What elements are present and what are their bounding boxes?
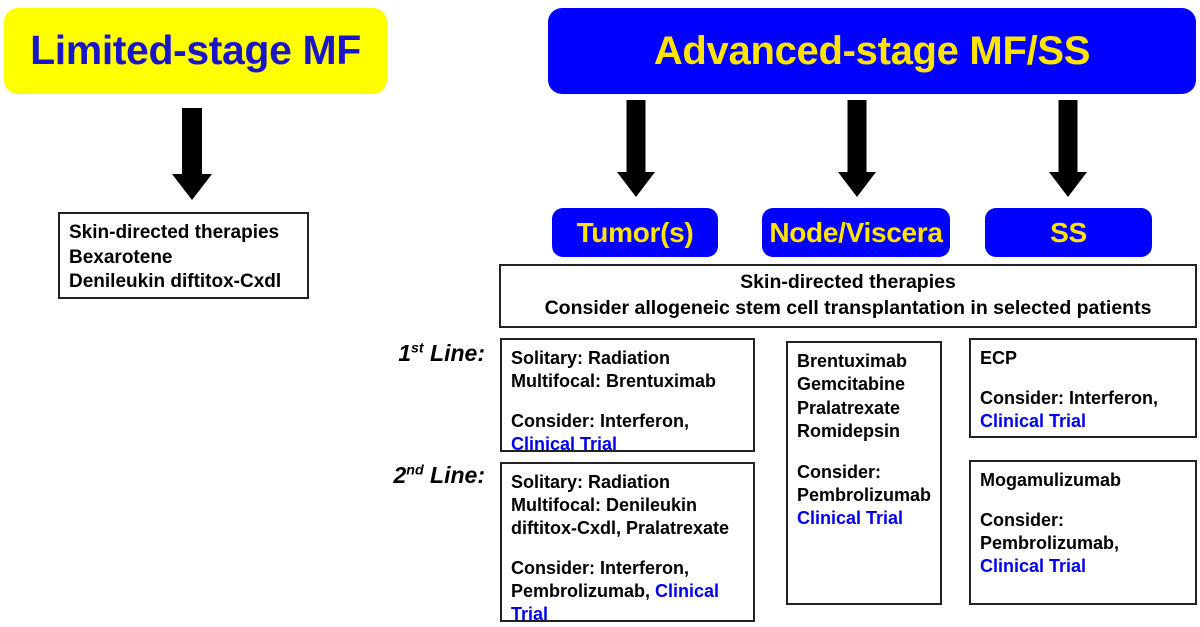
arrow-head [617,172,655,197]
ss-first-line-box: ECP Consider: Interferon, Clinical Trial [969,338,1197,438]
consider-drug: Pembrolizumab, [980,533,1120,554]
treatment-line: Solitary: Radiation [511,472,671,492]
consider-line: Consider: Interferon, [980,388,1159,409]
limited-stage-therapy-box: Skin-directed therapies Bexarotene Denil… [58,212,309,299]
consider-drug: Pembrolizumab [797,485,932,506]
treatment-line: Pralatrexate [797,397,901,418]
advanced-stage-header-label: Advanced-stage MF/SS [653,29,1091,73]
therapy-line: Bexarotene [69,246,173,268]
arrow-head [172,174,212,200]
first-line-suffix: st [410,340,424,357]
consider-line: Consider: Interferon, [511,411,690,432]
clinical-trial-link[interactable]: Clinical Trial [980,556,1087,577]
treatment-line: Mogamulizumab [980,470,1122,490]
advanced-stage-header-box: Advanced-stage MF/SS [548,8,1196,94]
arrow-head [1049,172,1087,197]
first-line-number: 1 [398,340,411,366]
down-arrow-icon-tumor [616,100,656,197]
spacer [980,370,1186,387]
therapy-line: Denileukin diftitox-Cxdl [69,271,282,293]
category-box-node-viscera: Node/Viscera [762,208,950,257]
second-line-label: 2nd Line: [300,462,485,489]
tumor-first-line-box: Solitary: Radiation Multifocal: Brentuxi… [500,338,755,454]
down-arrow-icon [170,108,214,200]
clinical-trial-link[interactable]: Clinical Trial [980,411,1087,432]
category-box-tumor: Tumor(s) [552,208,718,257]
tumor-second-line-box: Solitary: Radiation Multifocal: Denileuk… [500,462,755,624]
category-label-node-viscera: Node/Viscera [769,216,943,248]
treatment-line: Gemcitabine [797,374,906,395]
banner-line-2: Consider allogeneic stem cell transplant… [544,297,1152,319]
limited-stage-header-box: Limited-stage MF [4,8,387,94]
down-arrow-icon-node [837,100,877,197]
consider-line: Consider: Interferon, [511,558,690,579]
clinical-trial-link[interactable]: Clinical Trial [511,581,720,625]
down-arrow-icon-ss [1048,100,1088,197]
arrow-shaft [847,100,867,173]
arrow-shaft [1058,100,1078,173]
clinical-trial-link[interactable]: Clinical Trial [511,434,618,455]
limited-stage-header-label: Limited-stage MF [30,27,361,74]
spacer [511,393,744,410]
clinical-trial-link[interactable]: Clinical Trial [797,508,904,529]
spacer [980,492,1186,509]
first-line-label: 1st Line: [300,340,485,367]
category-label-tumor: Tumor(s) [576,216,694,248]
second-line-number: 2 [393,462,407,488]
ss-second-line-box: Mogamulizumab Consider: Pembrolizumab, C… [969,460,1197,605]
arrow-shaft [182,108,202,176]
banner-line-1: Skin-directed therapies [740,271,956,294]
shared-therapy-banner-box: Skin-directed therapies Consider allogen… [499,264,1197,328]
treatment-line: Solitary: Radiation [511,348,671,368]
second-line-suffix: nd [406,462,424,479]
treatment-line: Multifocal: Denileukin [511,495,698,516]
consider-drug: Pembrolizumab, [511,581,656,602]
treatment-line: Romidepsin [797,421,901,442]
arrow-shaft [626,100,646,173]
category-box-ss: SS [985,208,1152,257]
arrow-head [838,172,876,197]
treatment-line: diftitox-Cxdl, Pralatrexate [511,518,730,539]
consider-label: Consider: [980,510,1065,531]
node-viscera-treatment-box: Brentuximab Gemcitabine Pralatrexate Rom… [786,341,942,605]
first-line-word: Line: [423,340,485,366]
treatment-line: Multifocal: Brentuximab [511,371,717,392]
treatment-line: ECP [980,348,1018,368]
second-line-word: Line: [423,462,485,488]
spacer [797,444,931,461]
therapy-line: Skin-directed therapies [69,222,280,243]
consider-label: Consider: [797,461,882,482]
spacer [511,540,744,557]
consider-line-2: Pembrolizumab, Clinical Trial [511,580,744,626]
treatment-line: Brentuximab [797,351,908,371]
category-label-ss: SS [1050,216,1087,248]
